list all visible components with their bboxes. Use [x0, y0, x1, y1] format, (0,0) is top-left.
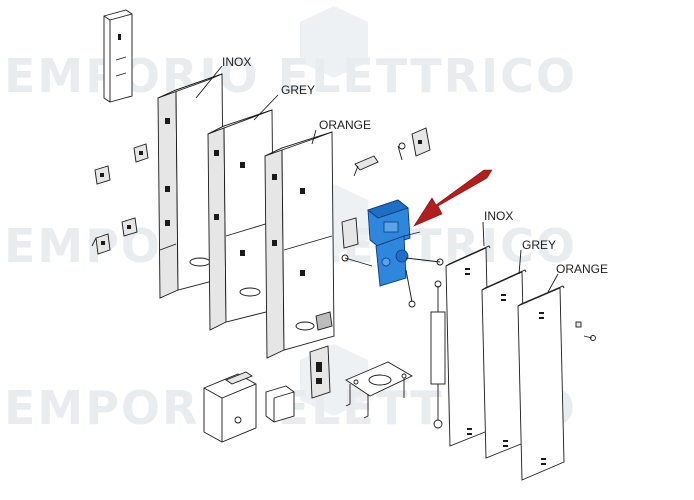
- column-grey: [207, 109, 275, 331]
- highlighted-gearmotor: [367, 199, 411, 287]
- watermark-text-top: EMPORIO ELETTRICO: [4, 49, 577, 103]
- control-unit-box: [203, 371, 257, 443]
- control-board-module: [309, 345, 331, 399]
- balance-spring-strut: [430, 280, 446, 429]
- label-panel-inox: INOX: [484, 209, 513, 223]
- label-column-inox: INOX: [222, 55, 251, 69]
- motor-shaft-and-lever: [403, 231, 444, 308]
- leader-lines: [195, 65, 559, 293]
- small-screw-parts: [575, 321, 596, 341]
- label-panel-grey: GREY: [522, 238, 556, 252]
- column-orange: [264, 131, 335, 359]
- top-bracket-rail: [103, 9, 133, 103]
- label-column-orange: ORANGE: [319, 118, 371, 132]
- label-column-grey: GREY: [281, 83, 315, 97]
- pointer-arrow-icon: [413, 169, 493, 227]
- bracket-parts-right-of-columns: [341, 127, 431, 267]
- left-bracket-plates: [91, 143, 149, 255]
- label-panel-orange: ORANGE: [556, 262, 608, 276]
- transformer-block: [265, 385, 295, 423]
- base-plate: [345, 361, 413, 419]
- panel-inox: [445, 245, 491, 447]
- panel-orange: [517, 285, 565, 481]
